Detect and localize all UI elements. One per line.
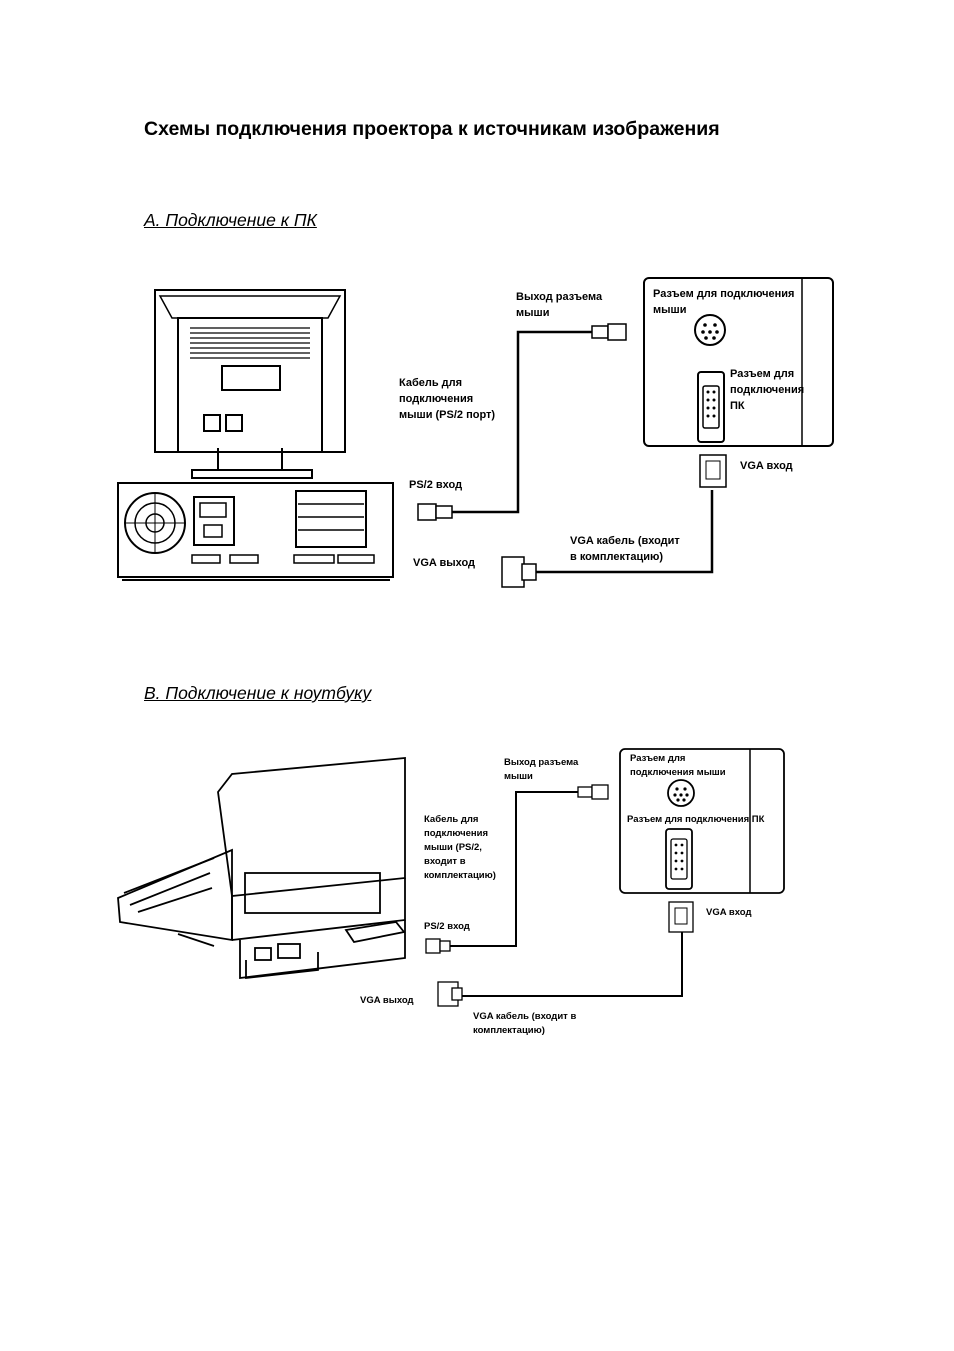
- diagram-notebook: Выход разъема мыши Разъем для подключени…: [117, 748, 785, 1036]
- vga-plug-notebook-icon: [437, 981, 463, 1007]
- section-b-heading: B. Подключение к ноутбуку: [144, 683, 372, 703]
- ps2-plug-projector-icon-b: [577, 784, 609, 800]
- vga-plug-pc-icon: [501, 556, 537, 588]
- projector-port-panel-b: [619, 748, 785, 894]
- label-mouse-cable-b: Кабель для подключения мыши (PS/2, входи…: [424, 814, 496, 881]
- vga-cable-line-b: [460, 930, 683, 997]
- label-mouse-out-b: Выход разъема мыши: [504, 757, 581, 782]
- page-title: Схемы подключения проектора к источникам…: [144, 118, 720, 140]
- label-vga-cable: VGA кабель (входит в комплектацию): [570, 535, 683, 563]
- label-vga-out: VGA выход: [413, 557, 475, 569]
- label-vga-in-b: VGA вход: [706, 907, 751, 918]
- label-vga-out-b: VGA выход: [360, 995, 414, 1006]
- vga-plug-projector-icon-b: [668, 901, 694, 933]
- pc-case-illustration: [117, 482, 394, 581]
- ps2-plug-notebook-icon: [425, 938, 451, 954]
- label-mouse-port: Разъем для подключения мыши: [653, 288, 797, 316]
- mouse-cable-line: [452, 330, 592, 514]
- mouse-cable-line-b: [446, 791, 578, 947]
- projector-port-panel: [643, 277, 834, 447]
- label-pc-port-b: Разъем для подключения ПК: [627, 814, 765, 825]
- vga-plug-projector-icon: [699, 454, 727, 488]
- label-pc-port: Разъем для подключения ПК: [730, 368, 807, 412]
- label-vga-in: VGA вход: [740, 460, 793, 472]
- notebook-illustration: [117, 757, 406, 980]
- monitor-illustration: [154, 289, 346, 479]
- label-mouse-port-b: Разъем для подключения мыши: [630, 753, 726, 778]
- label-mouse-out: Выход разъема мыши: [516, 291, 605, 319]
- ps2-plug-projector-icon: [591, 323, 627, 341]
- label-ps2-in-b: PS/2 вход: [424, 921, 470, 932]
- section-a-heading: A. Подключение к ПК: [144, 210, 317, 230]
- vga-cable-line: [536, 490, 714, 574]
- label-mouse-cable: Кабель для подключения мыши (PS/2 порт): [399, 377, 495, 421]
- label-vga-cable-b: VGA кабель (входит в комплектацию): [473, 1011, 579, 1036]
- label-ps2-in: PS/2 вход: [409, 479, 462, 491]
- ps2-plug-pc-icon: [417, 503, 453, 521]
- diagram-pc: Выход разъема мыши Разъем для подключени…: [117, 277, 834, 588]
